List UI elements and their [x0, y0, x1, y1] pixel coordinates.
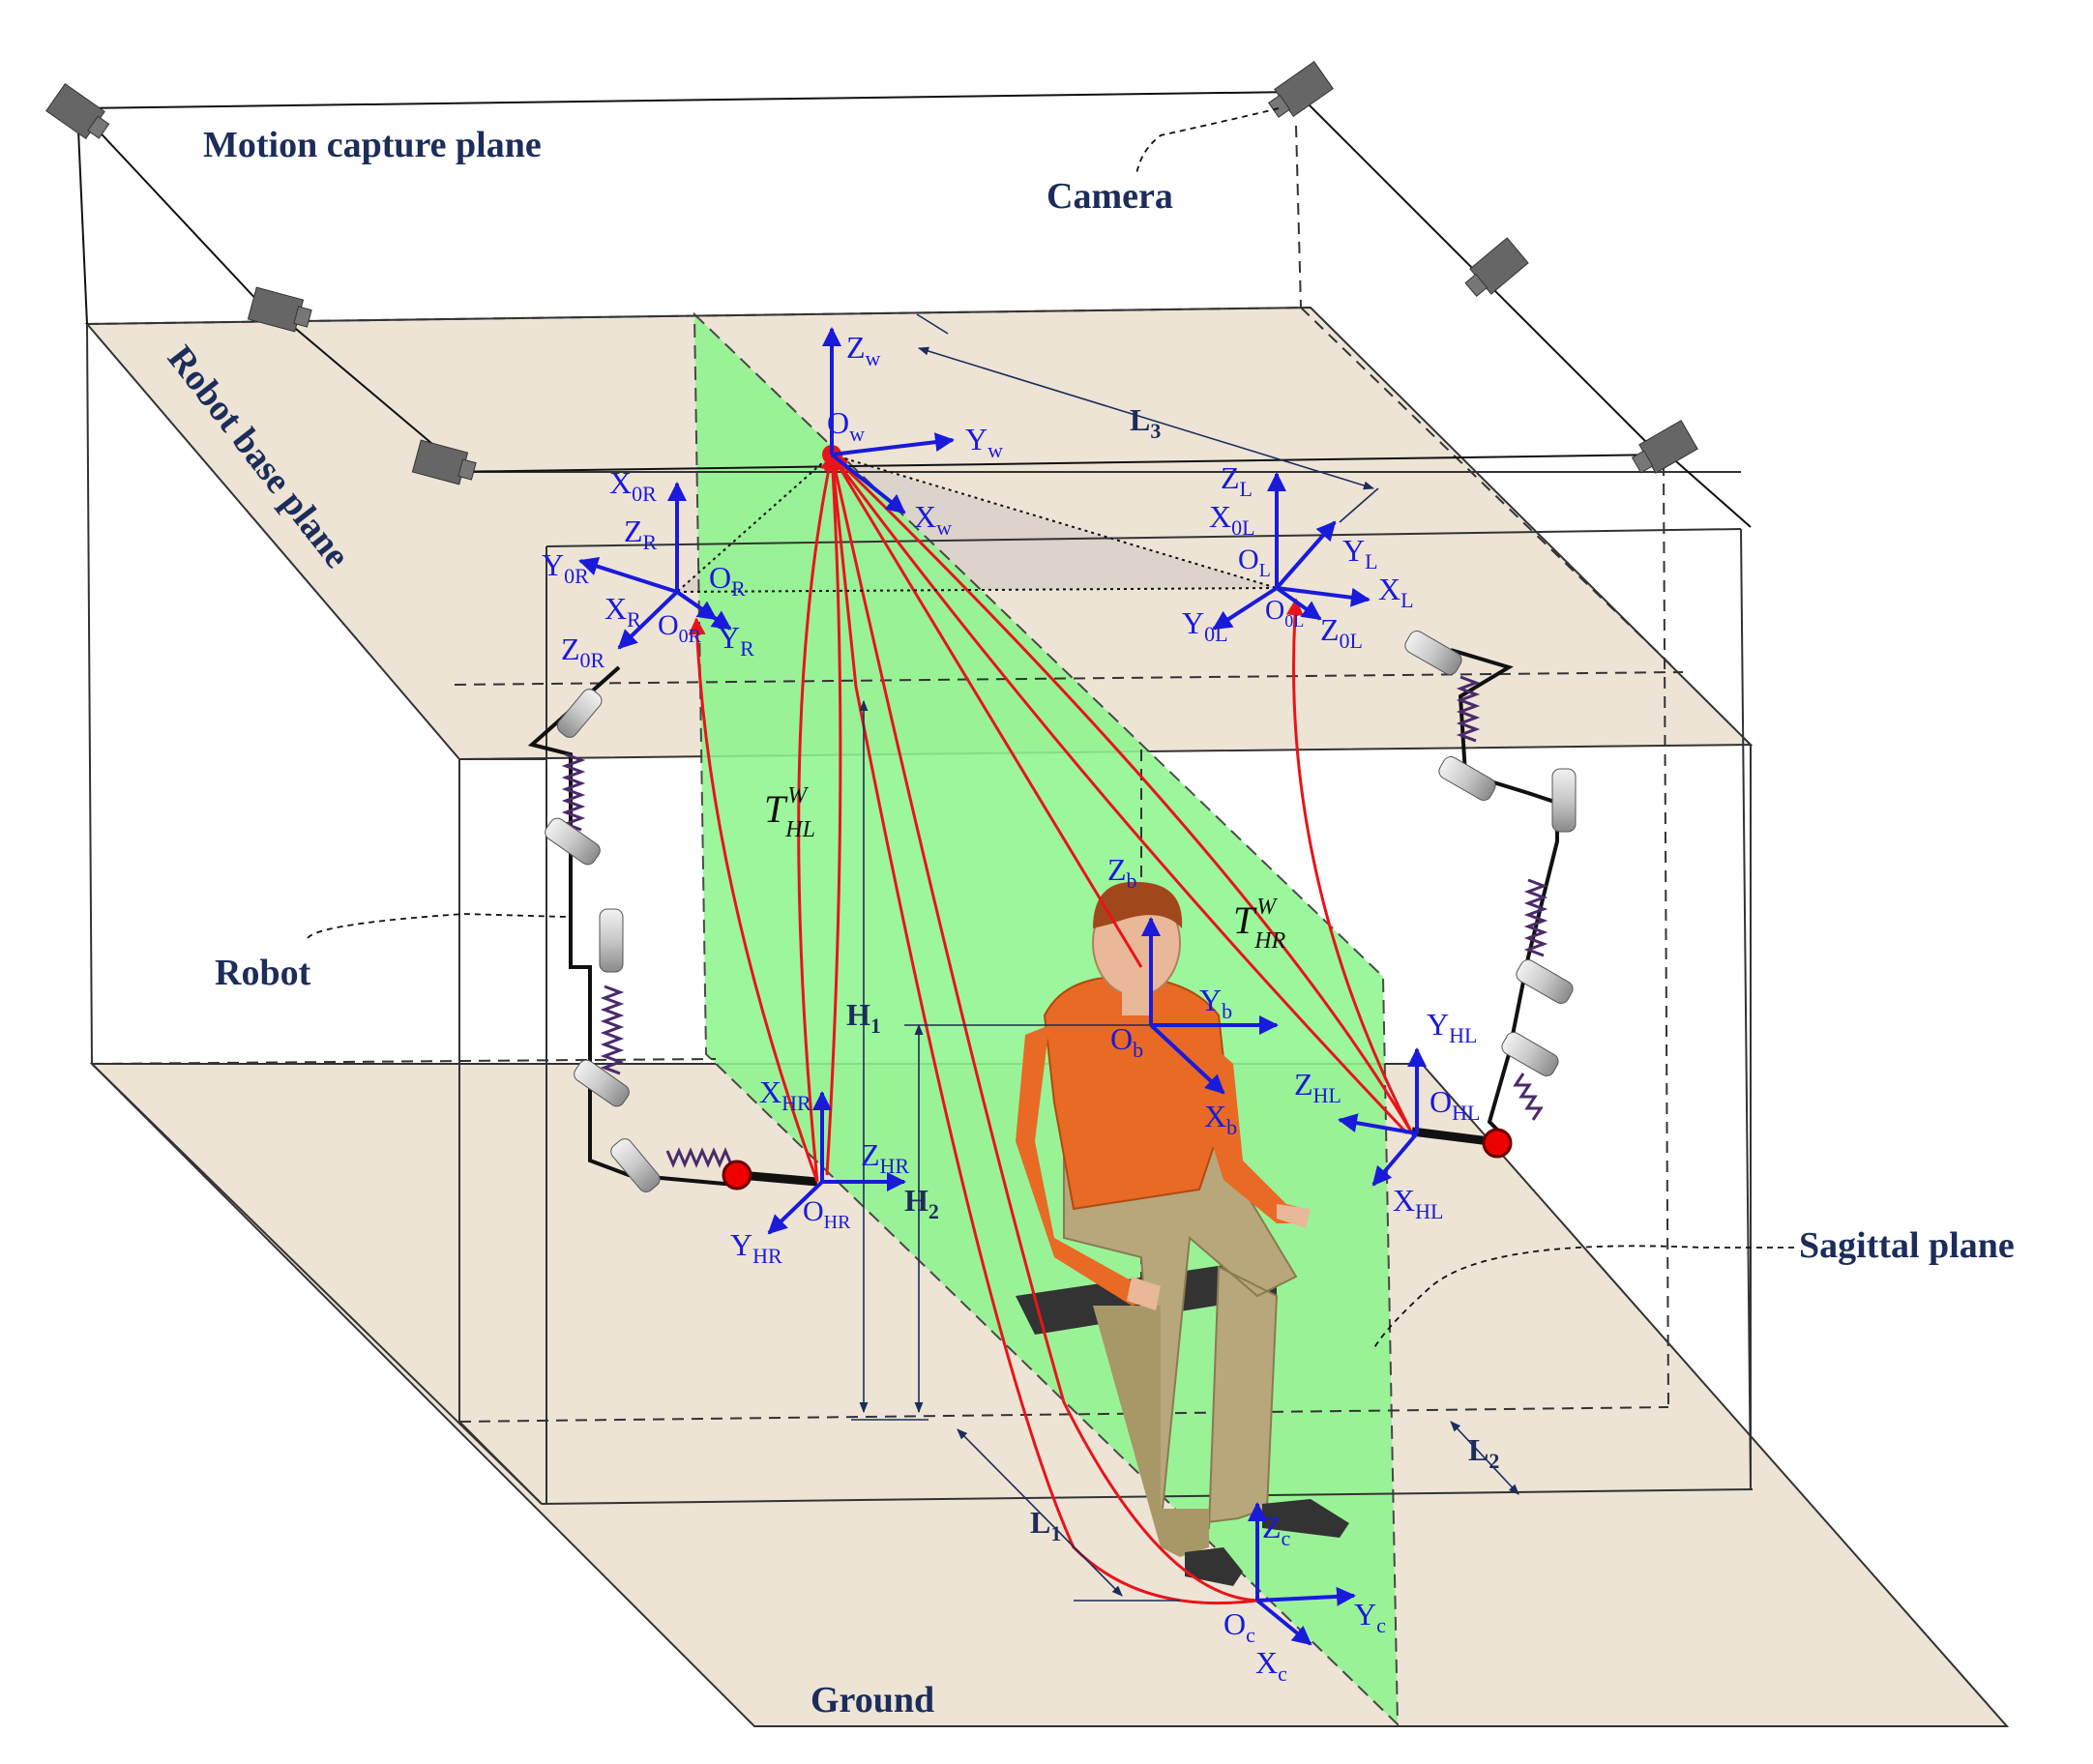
zl-label: ZL: [1221, 460, 1253, 501]
zr-label: ZR: [624, 514, 658, 554]
camera-label: Camera: [1046, 176, 1173, 217]
zc-label: Zc: [1262, 1510, 1291, 1550]
xr-label: XR: [604, 591, 641, 632]
xl-label: XL: [1378, 572, 1414, 612]
y0r-label: Y0R: [542, 547, 589, 588]
z0r-label: Z0R: [561, 632, 605, 672]
o0r-label: O0R: [658, 609, 702, 647]
yb-label: Yb: [1199, 983, 1232, 1023]
leader-lines: [307, 107, 1794, 1350]
l1-label: L1: [1030, 1505, 1061, 1545]
yr-label: YR: [718, 620, 754, 661]
camera-icon: [45, 61, 1698, 485]
zb-label: Zb: [1107, 852, 1137, 893]
ground-label: Ground: [811, 1680, 934, 1720]
yc-label: Yc: [1354, 1597, 1386, 1637]
robot-label: Robot: [215, 953, 311, 993]
yl-label: YL: [1342, 533, 1378, 573]
ohl-label: OHL: [1430, 1084, 1480, 1125]
coordinate-axes: [578, 327, 1427, 1646]
l3-label: L3: [1130, 402, 1161, 443]
zw-label: Zw: [846, 330, 881, 370]
x0l-label: X0L: [1209, 499, 1255, 540]
xhr-label: XHR: [759, 1074, 811, 1115]
yhr-label: YHR: [730, 1227, 782, 1268]
dotted-links: [676, 454, 1278, 593]
zhl-label: ZHL: [1294, 1067, 1341, 1107]
x0r-label: X0R: [609, 465, 657, 506]
xw-label: Xw: [914, 499, 952, 540]
ob-label: Ob: [1110, 1021, 1143, 1062]
ow-label: Ow: [827, 405, 865, 446]
ol-label: OL: [1238, 544, 1271, 581]
human-subject: [1016, 881, 1349, 1586]
or-label: OR: [709, 560, 746, 601]
dimension-lines: [851, 313, 1519, 1602]
yhl-label: YHL: [1427, 1007, 1477, 1047]
h1-label: H1: [846, 997, 881, 1038]
zhr-label: ZHR: [861, 1137, 909, 1178]
xb-label: Xb: [1204, 1099, 1237, 1139]
yw-label: Yw: [965, 422, 1003, 462]
z0l-label: Z0L: [1320, 612, 1363, 653]
oc-label: Oc: [1223, 1606, 1255, 1647]
transform-curves: [688, 453, 1414, 1605]
y0l-label: Y0L: [1182, 605, 1228, 646]
xhl-label: XHL: [1393, 1183, 1443, 1223]
ohr-label: OHR: [803, 1195, 851, 1233]
motion-capture-plane-label: Motion capture plane: [203, 125, 542, 165]
h2-label: H2: [904, 1183, 939, 1223]
robot-left-arm: [1404, 631, 1577, 1159]
robot-right-arm: [527, 665, 818, 1192]
motion-capture-frame: [76, 91, 1752, 528]
xc-label: Xc: [1255, 1645, 1287, 1686]
l2-label: L2: [1468, 1432, 1499, 1473]
o0l-label: O0L: [1265, 596, 1304, 631]
sagittal-plane-label: Sagittal plane: [1799, 1225, 2015, 1266]
